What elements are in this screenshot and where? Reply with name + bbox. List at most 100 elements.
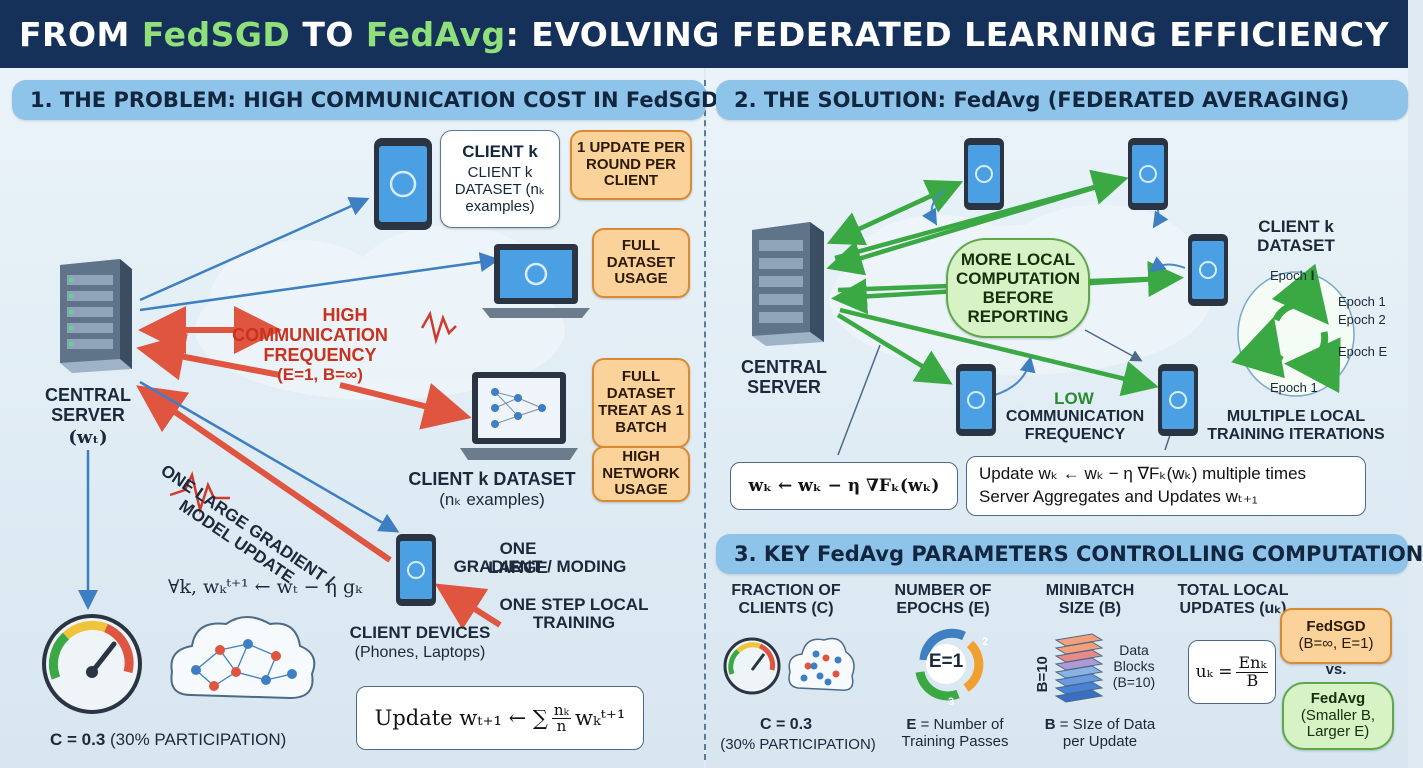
formula-numerator: Enₖ: [1236, 652, 1269, 673]
cycle-step: 2: [981, 636, 989, 648]
fedavg-name: FedAvg: [1310, 689, 1366, 707]
title-part: FROM: [19, 14, 142, 54]
fraction-denominator: n: [556, 716, 567, 735]
panel-divider: [704, 80, 706, 760]
training-label: TRAINING: [532, 613, 616, 632]
high-frequency-arrows: [136, 306, 502, 630]
aggregate-suffix: wₖᵗ⁺¹: [575, 706, 626, 730]
server-label: CENTRAL SERVER: [741, 357, 827, 397]
update-multi-text: Update wₖ ← wₖ − η ∇Fₖ(wₖ) multiple time…: [979, 464, 1307, 484]
local-gradient-formula: wₖ ← wₖ − η ∇Fₖ(wₖ): [730, 462, 958, 510]
server-icon: [752, 222, 824, 346]
blue-arrow: [139, 196, 370, 302]
fraction-sub: (30% PARTICIPATION): [720, 736, 876, 753]
server-label: CENTRAL SERVER: [45, 385, 131, 425]
data-blocks-icon: [1054, 633, 1104, 703]
neural-network-laptop-icon: [460, 372, 578, 460]
low-comm-label: COMMUNICATION FREQUENCY: [1005, 408, 1145, 443]
fraction-value: C = 0.3: [759, 716, 813, 733]
blue-arrow: [139, 380, 400, 533]
server-icon: [60, 259, 132, 373]
epoch-label: Epoch 1: [1270, 380, 1318, 395]
page-title: FROM FedSGD TO FedAvg: EVOLVING FEDERATE…: [19, 15, 1389, 54]
formula-lhs: uₖ =: [1195, 662, 1233, 682]
cycle-step: 3: [947, 696, 955, 708]
client-dataset-label: CLIENT k DATASET: [408, 469, 576, 489]
participation-text: (30% PARTICIPATION): [105, 730, 287, 749]
one-step-label: ONE STEP LOCAL: [499, 595, 649, 614]
green-arrow: [839, 307, 1159, 397]
fedsgd-params: (B=∞, E=1): [1298, 635, 1374, 652]
client-k-title: CLIENT k: [462, 142, 538, 162]
one-large-label: ONE LARGE: [488, 539, 548, 577]
title-part: : EVOLVING FEDERATED LEARNING EFFICIENCY: [505, 14, 1389, 54]
phone-icon: [1188, 234, 1228, 306]
red-arrow: [136, 385, 392, 563]
title-bar: FROM FedSGD TO FedAvg: EVOLVING FEDERATE…: [0, 0, 1408, 68]
gauge-icon: [723, 637, 781, 695]
fedsgd-bubble: FedSGD (B=∞, E=1): [1280, 608, 1392, 664]
participation-label: C = 0.3 (30% PARTICIPATION): [50, 730, 350, 750]
client-k-text: CLIENT k DATASET (nₖ examples): [454, 164, 546, 215]
full-dataset-bubble: FULL DATASET USAGE: [592, 228, 690, 298]
treat-batch-bubble: FULL DATASET TREAT AS 1 BATCH: [592, 358, 690, 448]
green-arrow: [826, 177, 1121, 276]
low-label: LOW: [1054, 389, 1094, 408]
signal-spike-icon: [169, 471, 230, 515]
epochs-badge: E=1: [928, 651, 964, 672]
network-cloud-icon: [170, 616, 316, 700]
laptop-icon: [482, 244, 590, 318]
fedavg-bubble: FedAvg (Smaller B, Larger E): [1282, 682, 1394, 750]
phone-icon: [1158, 364, 1198, 436]
title-fedavg: FedAvg: [365, 14, 506, 54]
multiple-local-label: MULTIPLE LOCAL TRAINING ITERATIONS: [1207, 408, 1385, 443]
total-updates-title: TOTAL LOCAL UPDATES (uₖ): [1177, 582, 1289, 617]
phone-icon: [374, 138, 432, 230]
more-local-bubble: MORE LOCAL COMPUTATION BEFORE REPORTING: [946, 238, 1090, 338]
fedsgd-name: FedSGD: [1306, 618, 1366, 636]
server-agg-text: Server Aggregates and Updates wₜ₊₁: [979, 487, 1258, 506]
red-arrow: [339, 382, 472, 430]
client-dataset-label: CLIENT k DATASET: [1257, 217, 1335, 255]
signal-spike-icon: [420, 310, 457, 345]
phone-icon: [396, 534, 436, 606]
client-devices-sub: (Phones, Laptops): [354, 644, 486, 661]
formula-denominator: B: [1246, 670, 1259, 690]
epochs-desc-text: = Number of Training Passes: [901, 716, 1009, 751]
b-vertical-label: B=10: [1033, 656, 1051, 693]
high-network-bubble: HIGH NETWORK USAGE: [592, 446, 690, 502]
client-devices-label: CLIENT DEVICES: [349, 623, 491, 642]
epoch-cycle-icon: [915, 628, 984, 701]
high-comm-line4: (E=1, B=∞): [277, 365, 363, 384]
title-fedsgd: FedSGD: [141, 14, 291, 54]
local-update-formula: ∀k, wₖᵗ⁺¹ ← wₜ − η gₖ: [168, 576, 363, 598]
aggregate-prefix: Update wₜ₊₁ ← ∑: [374, 706, 548, 730]
minibatch-desc: B = SIze of Data per Update: [1040, 716, 1160, 751]
minibatch-desc-text: = SIze of Data per Update: [1055, 716, 1156, 751]
blue-arrow: [139, 252, 500, 312]
gauge-icon: [42, 614, 142, 714]
vs-label: vs.: [1325, 661, 1347, 678]
fedavg-params: (Smaller B, Larger E): [1300, 706, 1376, 741]
gradient-moding-label: GRADIENT / MODING: [453, 557, 627, 576]
formula-connector: [837, 344, 881, 456]
params-header: 3. KEY FedAvg PARAMETERS CONTROLLING COM…: [716, 534, 1423, 574]
minibatch-desc-symbol: B: [1044, 716, 1056, 733]
phone-icon: [964, 138, 1004, 210]
minibatch-title: MINIBATCH SIZE (B): [1045, 582, 1135, 617]
epochs-desc: E = Number of Training Passes: [890, 716, 1020, 751]
epoch-label: Epoch 1: [1338, 294, 1386, 309]
green-arrow: [836, 313, 953, 385]
callout-pointer: [1084, 329, 1143, 362]
red-arrow: [136, 333, 281, 381]
high-comm-line3: FREQUENCY: [263, 345, 377, 365]
server-param: (wₜ): [68, 427, 108, 448]
red-arrow: [434, 583, 502, 630]
green-arrow: [826, 182, 956, 246]
phone-icon: [956, 364, 996, 436]
update-description-box: Update wₖ ← wₖ − η ∇Fₖ(wₖ) multiple time…: [966, 456, 1366, 516]
epoch-cycle-icon: [1231, 263, 1355, 397]
phone-icon: [1128, 138, 1168, 210]
